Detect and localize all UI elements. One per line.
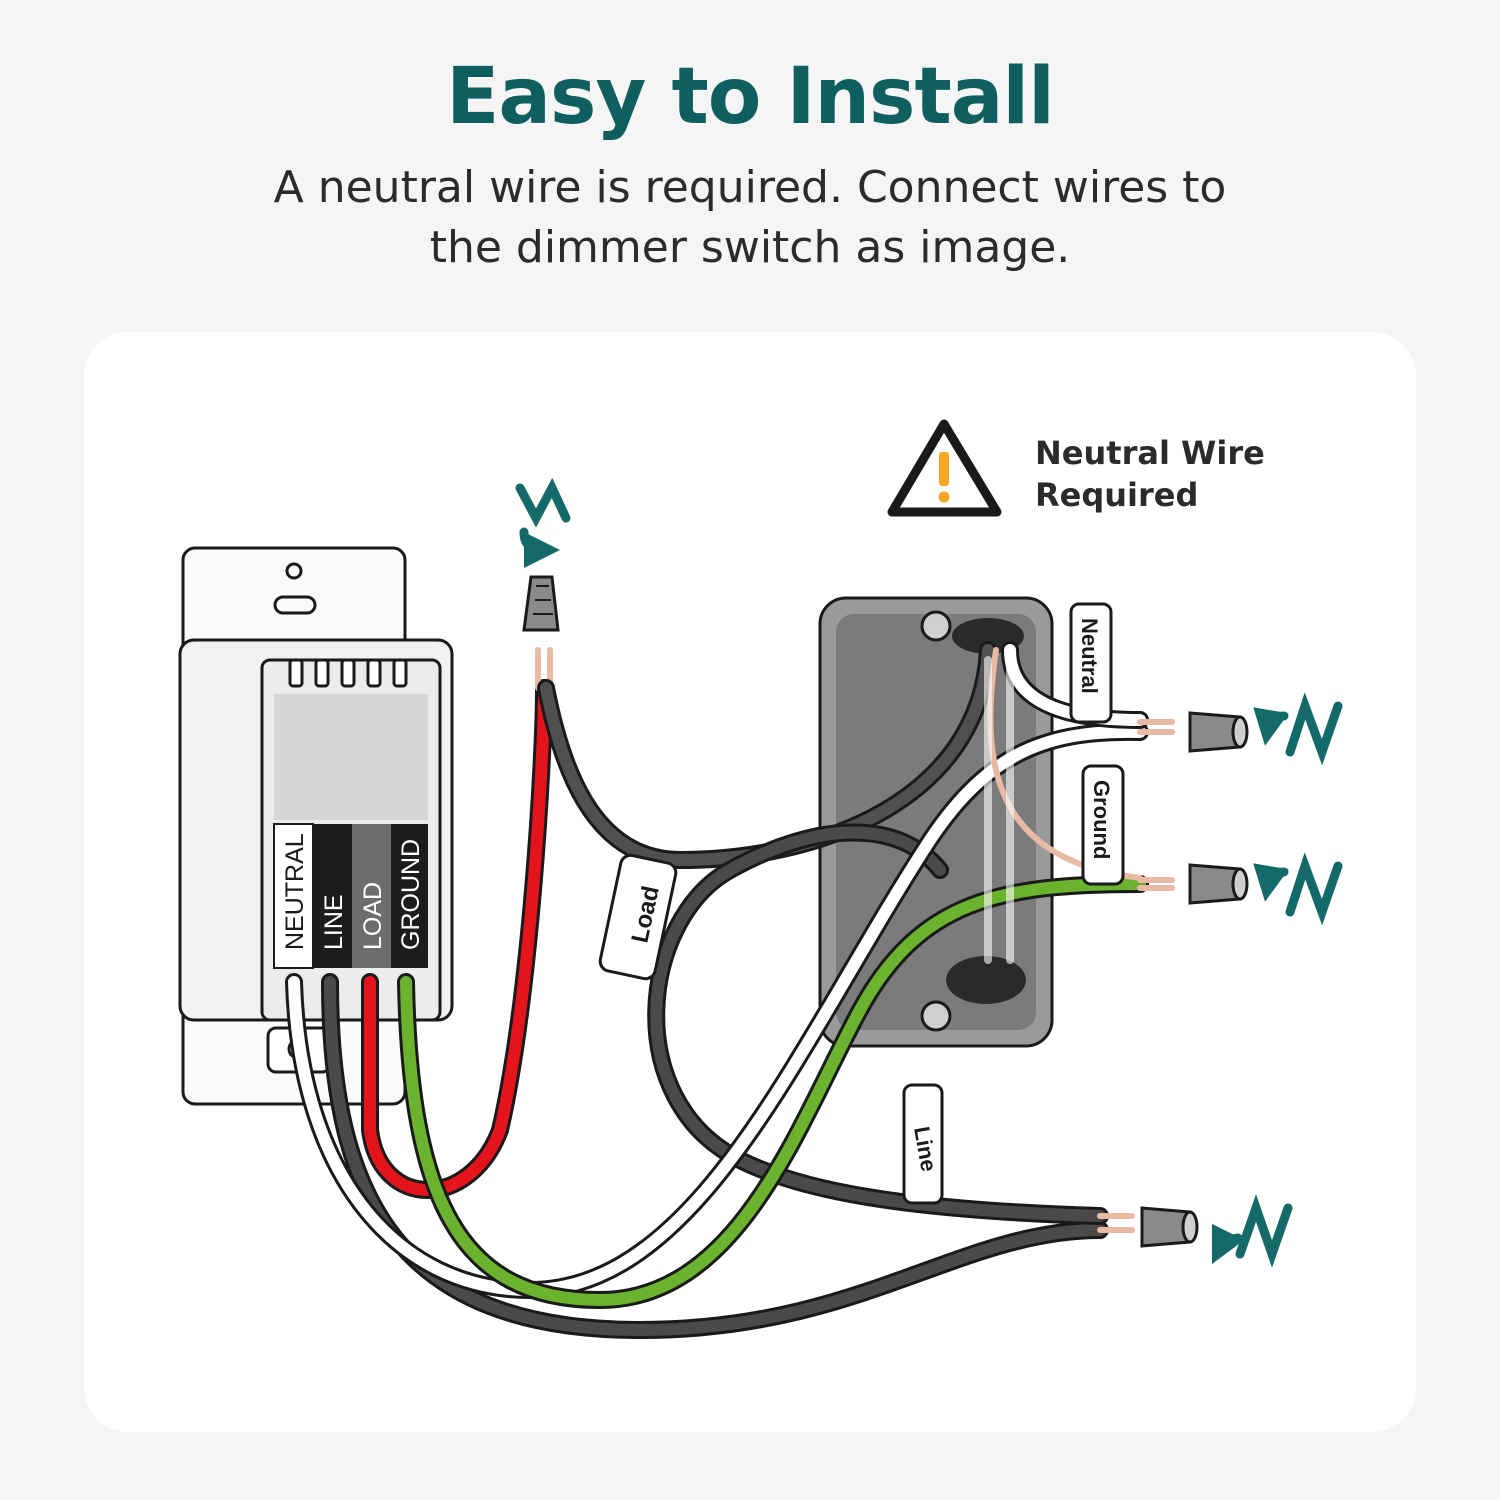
subtitle-line-2: the dimmer switch as image. <box>429 222 1071 273</box>
twist-arrow-icon <box>1211 1194 1293 1268</box>
twist-arrow-icon <box>1253 692 1343 766</box>
terminal-label-neutral: NEUTRAL <box>281 833 309 950</box>
svg-text:Neutral: Neutral <box>1077 618 1102 694</box>
twist-arrow-icon <box>515 477 571 568</box>
ground-wire-nut <box>1188 863 1249 905</box>
subtitle-line-1: A neutral wire is required. Connect wire… <box>273 162 1227 213</box>
neutral-wire-nut <box>1188 711 1249 753</box>
wire-tag-neutral: Neutral <box>1069 602 1113 724</box>
neutral-warning-text: Neutral Wire Required <box>1035 432 1265 516</box>
wire-tag-ground: Ground <box>1081 764 1125 886</box>
line-wire-nut <box>1140 1206 1199 1248</box>
svg-text:Ground: Ground <box>1089 780 1114 859</box>
wire-tag-line: Line <box>902 1083 944 1205</box>
wire-tag-load: Load <box>598 853 678 981</box>
page-title: Easy to Install <box>446 52 1055 142</box>
terminal-screw-row <box>288 658 408 688</box>
dimmer-switch: NEUTRAL LINE LOAD GROUND <box>178 546 454 1106</box>
terminal-label-ground: GROUND <box>397 839 425 950</box>
terminal-label-load: LOAD <box>359 882 387 950</box>
twist-arrow-icon <box>1253 852 1343 926</box>
warning-line-2: Required <box>1035 476 1199 514</box>
load-wire-nut <box>522 575 560 632</box>
terminal-label-line: LINE <box>320 894 348 950</box>
warning-line-1: Neutral Wire <box>1035 434 1265 472</box>
warning-triangle-icon <box>887 419 1002 517</box>
page-subtitle: A neutral wire is required. Connect wire… <box>0 158 1500 278</box>
